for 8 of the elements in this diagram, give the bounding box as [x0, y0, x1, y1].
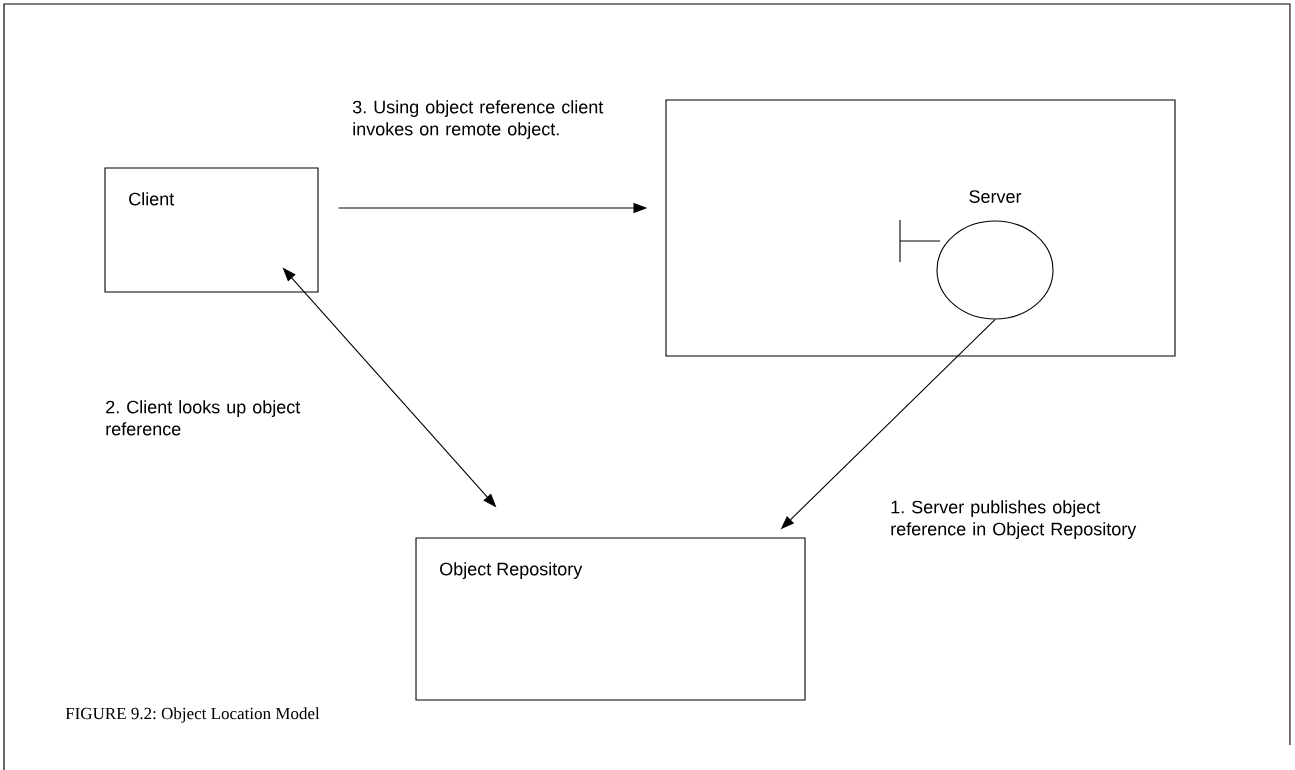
- client-box: Client: [104, 167, 319, 293]
- server-box: [665, 99, 1176, 357]
- edge-label: 3. Using object reference client invokes on remote object.: [352, 100, 604, 139]
- repository-box: Object Repository: [415, 537, 806, 701]
- edge-label: 1. Server publishes object reference in Object Repository: [891, 500, 1137, 539]
- caption: FIGURE 9.2: Object Location Model: [65, 707, 320, 723]
- node-label: Server: [969, 190, 1022, 203]
- edge-label: 2. Client looks up object reference: [106, 400, 301, 436]
